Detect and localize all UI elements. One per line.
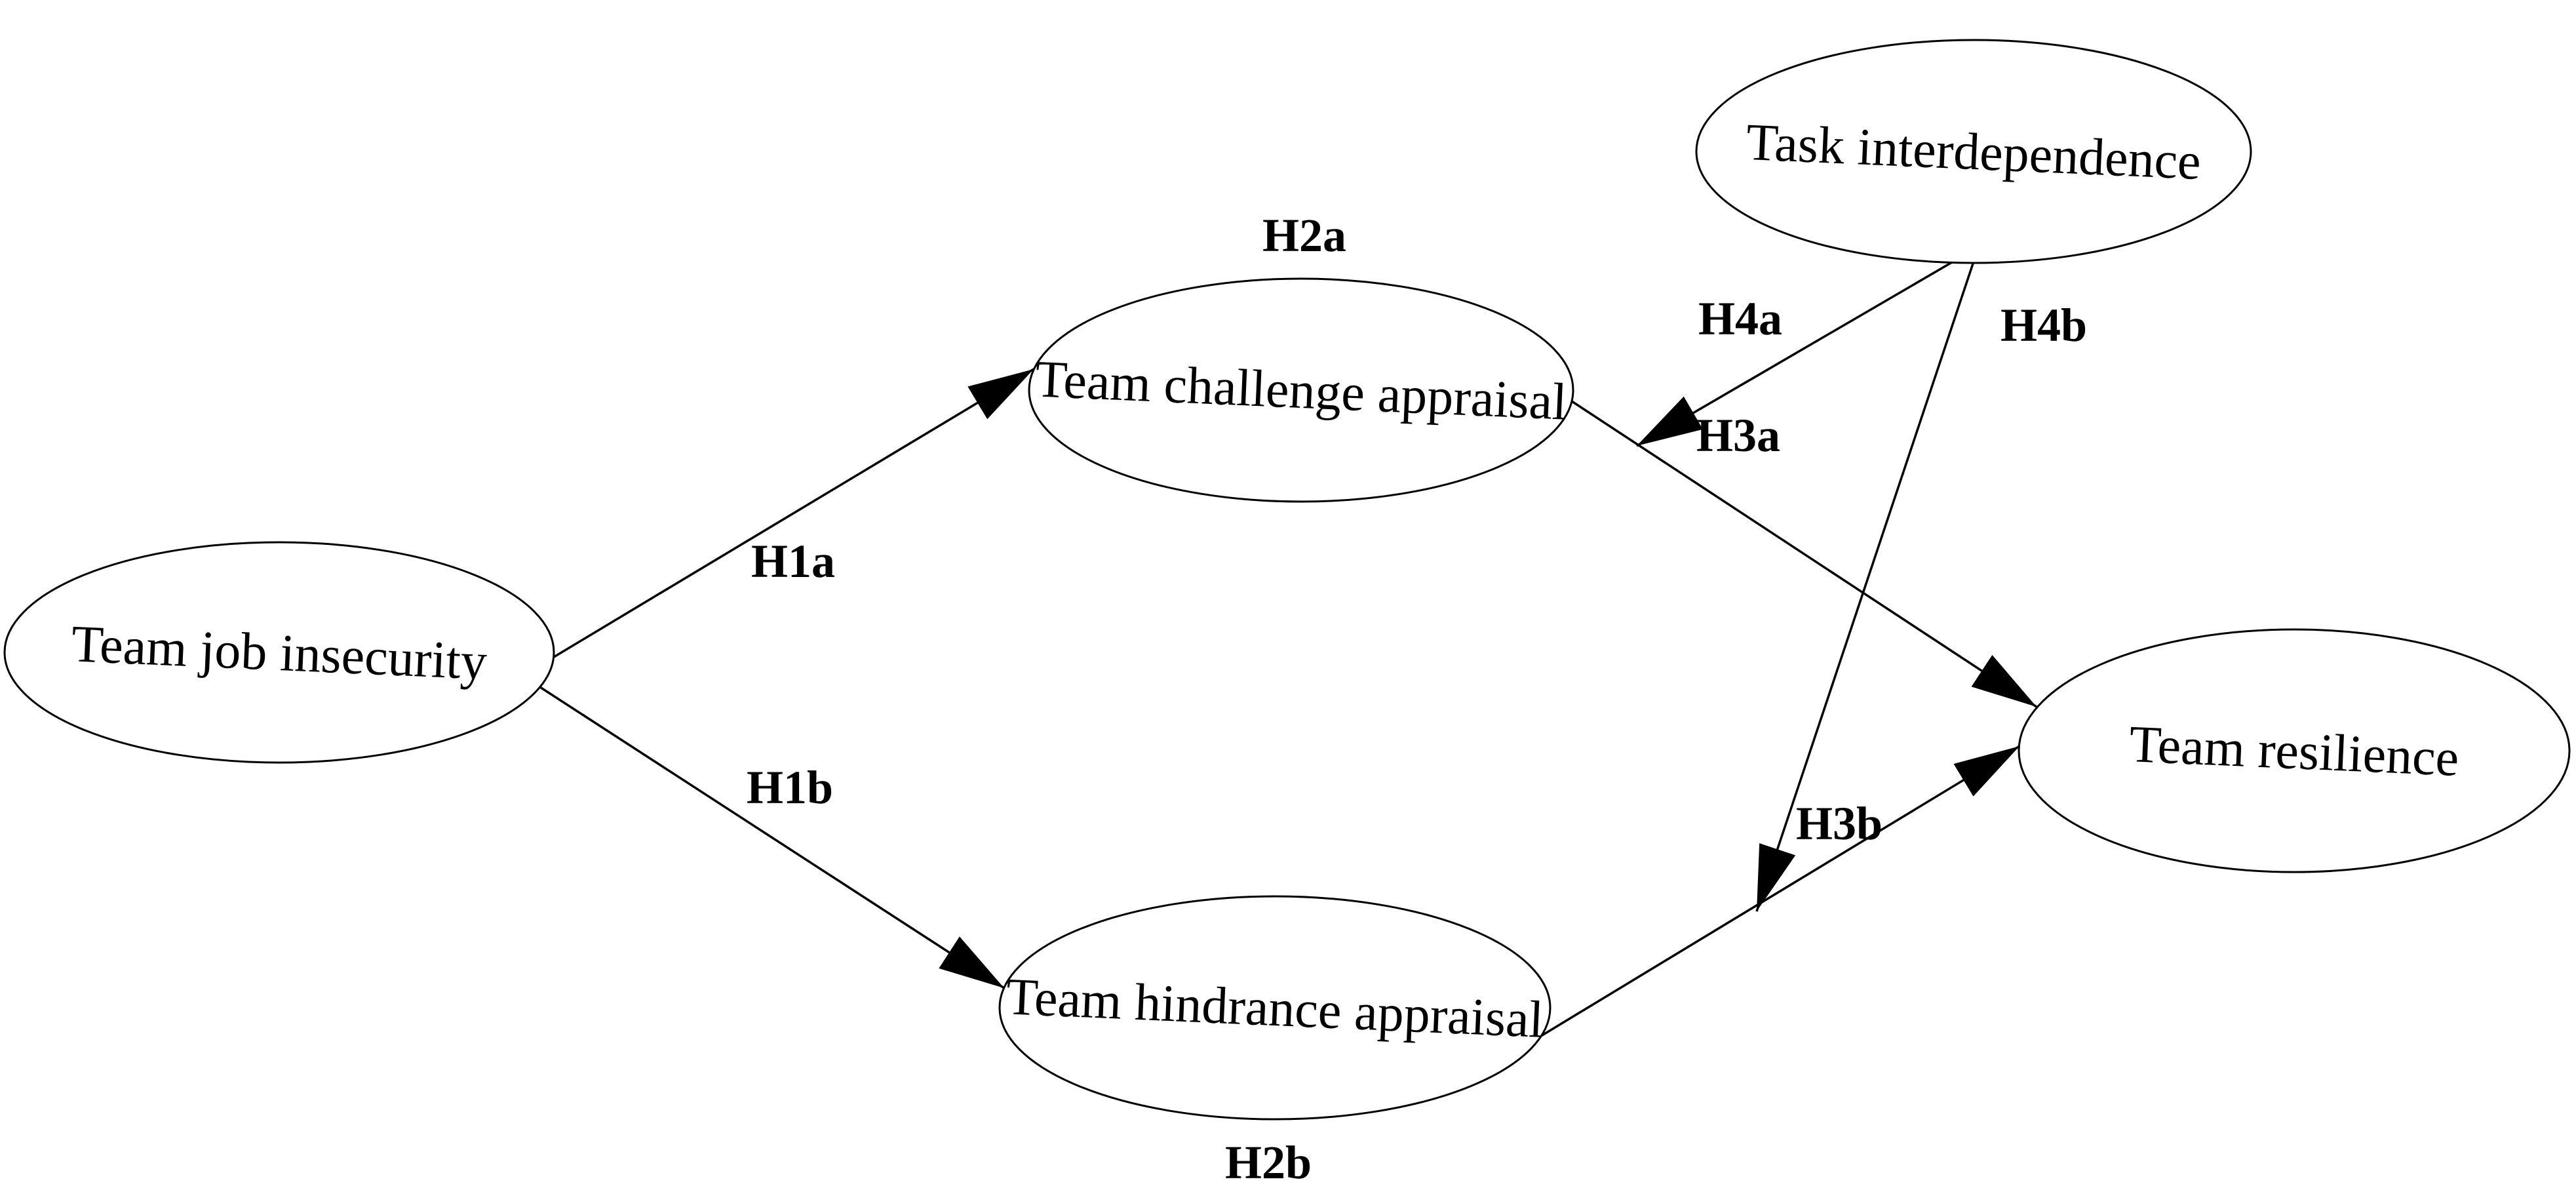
node-task-interdependence: Task interdependence [1695, 39, 2252, 264]
task-interdependence-ellipse [1695, 39, 2252, 264]
label-h2a: H2a [1262, 209, 1346, 262]
team-job-insecurity-ellipse [3, 541, 555, 764]
edge-job-insecurity-to-challenge [553, 368, 1034, 658]
node-team-job-insecurity: Team job insecurity [3, 541, 555, 764]
edge-job-insecurity-to-hindrance [539, 686, 1005, 989]
node-team-challenge-appraisal: Team challenge appraisal [1028, 277, 1574, 503]
team-resilience-label: Team resilience [2128, 715, 2460, 787]
team-challenge-appraisal-ellipse [1028, 277, 1574, 503]
label-h1b: H1b [747, 761, 833, 814]
label-h3a: H3a [1696, 409, 1780, 462]
label-h4b: H4b [2000, 299, 2087, 351]
label-h3b: H3b [1796, 797, 1883, 850]
edge-challenge-to-resilience [1571, 400, 2037, 708]
label-h2b: H2b [1225, 1136, 1312, 1189]
edge-hindrance-to-resilience [1540, 745, 2020, 1037]
edge-task-interdependence-moderation-a [1636, 261, 1953, 447]
label-h1a: H1a [751, 535, 835, 587]
node-team-resilience: Team resilience [2018, 628, 2571, 873]
node-team-hindrance-appraisal: Team hindrance appraisal [998, 895, 1551, 1121]
team-hindrance-appraisal-ellipse [998, 895, 1551, 1121]
team-resilience-ellipse [2018, 628, 2571, 873]
label-h4a: H4a [1698, 292, 1782, 345]
edge-task-interdependence-moderation-b [1755, 263, 1974, 912]
